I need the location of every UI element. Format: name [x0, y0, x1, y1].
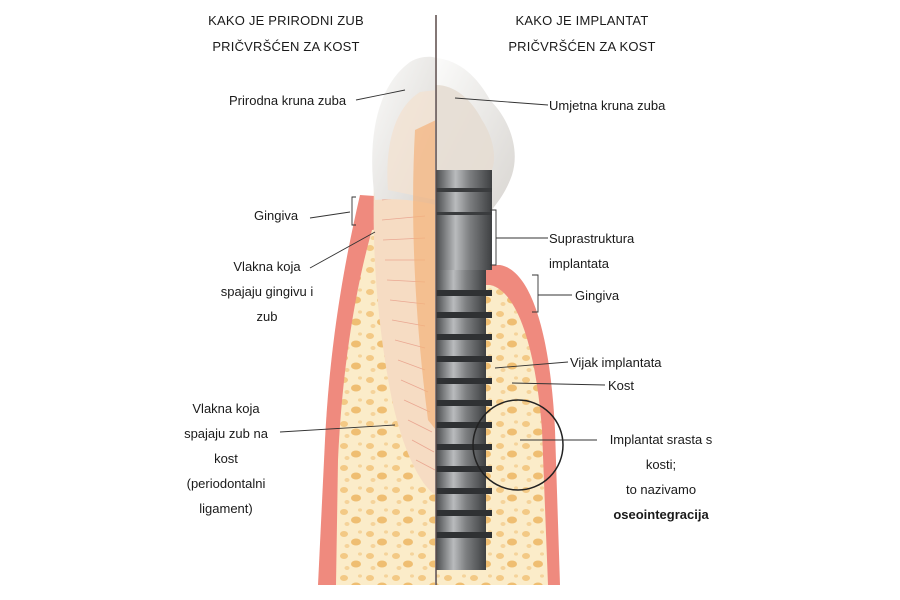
label-osseo-line-4: oseointegracija [596, 502, 726, 527]
label-fibers-bone-line-5: ligament) [199, 501, 253, 516]
left-heading: KAKO JE PRIRODNI ZUB PRIČVRŠĆEN ZA KOST [196, 8, 376, 60]
label-suprastructure-line-1: Suprastruktura [549, 231, 635, 246]
right-heading: KAKO JE IMPLANTAT PRIČVRŠĆEN ZA KOST [492, 8, 672, 60]
label-osseo-line-3: to nazivamo [625, 482, 697, 497]
label-fibers-gingiva-line-3: zub [256, 309, 278, 324]
label-fibers-bone-line-3: kost [214, 451, 238, 466]
label-fibers-gingiva-line-2: spajaju gingivu i [220, 284, 314, 299]
leader-lines [279, 89, 606, 441]
label-fibers-gingiva-line-1: Vlakna koja [233, 259, 301, 274]
label-osseo-line-1: Implantat srasta s [609, 432, 713, 447]
label-fibers-bone-line-4: (periodontalni [186, 476, 266, 491]
label-osseointegration: Implantat srasta s kosti; to nazivamo os… [596, 427, 726, 527]
left-heading-line-2: PRIČVRŠĆEN ZA KOST [212, 39, 360, 54]
label-artificial-crown: Umjetna kruna zuba [549, 98, 666, 113]
label-left-gingiva: Gingiva [254, 208, 299, 223]
label-implant-screw: Vijak implantata [570, 355, 662, 370]
implant-screw-body [436, 270, 486, 570]
label-right-gingiva: Gingiva [575, 288, 620, 303]
right-heading-line-1: KAKO JE IMPLANTAT [515, 13, 649, 28]
label-fibers-bone-line-2: spajaju zub na [184, 426, 268, 441]
implant-abutment [436, 170, 492, 270]
label-fibers-bone: Vlakna koja spajaju zub na kost (periodo… [176, 396, 276, 521]
implant-illustration [436, 58, 564, 585]
left-heading-line-1: KAKO JE PRIRODNI ZUB [208, 13, 364, 28]
label-osseo-term: oseointegracija [613, 507, 709, 522]
label-suprastructure-line-2: implantata [549, 256, 609, 271]
label-osseo-line-2: kosti; [645, 457, 677, 472]
label-natural-crown: Prirodna kruna zuba [229, 93, 347, 108]
osseointegration-circle [472, 399, 564, 491]
label-fibers-gingiva: Vlakna koja spajaju gingivu i zub [212, 254, 322, 329]
natural-tooth-illustration [318, 56, 435, 585]
label-fibers-bone-line-1: Vlakna koja [192, 401, 260, 416]
right-heading-line-2: PRIČVRŠĆEN ZA KOST [508, 39, 656, 54]
label-bone: Kost [608, 378, 635, 393]
label-suprastructure: Suprastruktura implantata [549, 226, 634, 276]
